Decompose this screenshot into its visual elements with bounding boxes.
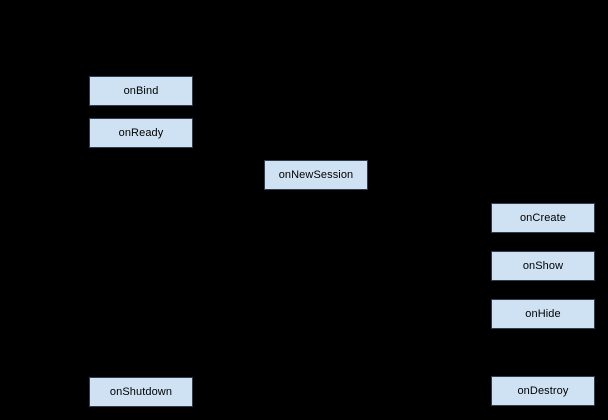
node-oncreate-label: onCreate — [519, 212, 567, 224]
node-onshow: onShow — [491, 251, 595, 281]
node-onshutdown: onShutdown — [89, 377, 193, 407]
node-ondestroy: onDestroy — [491, 376, 595, 406]
node-onhide: onHide — [491, 299, 595, 329]
node-onshutdown-label: onShutdown — [109, 386, 173, 398]
node-oncreate: onCreate — [491, 203, 595, 233]
node-ondestroy-label: onDestroy — [517, 385, 569, 397]
node-onready: onReady — [89, 118, 193, 148]
node-onready-label: onReady — [118, 127, 164, 139]
node-onshow-label: onShow — [522, 260, 564, 272]
node-onnewsession: onNewSession — [264, 160, 368, 190]
node-onnewsession-label: onNewSession — [278, 169, 354, 181]
node-onbind: onBind — [89, 76, 193, 106]
node-onhide-label: onHide — [525, 308, 561, 320]
node-onbind-label: onBind — [123, 85, 159, 97]
